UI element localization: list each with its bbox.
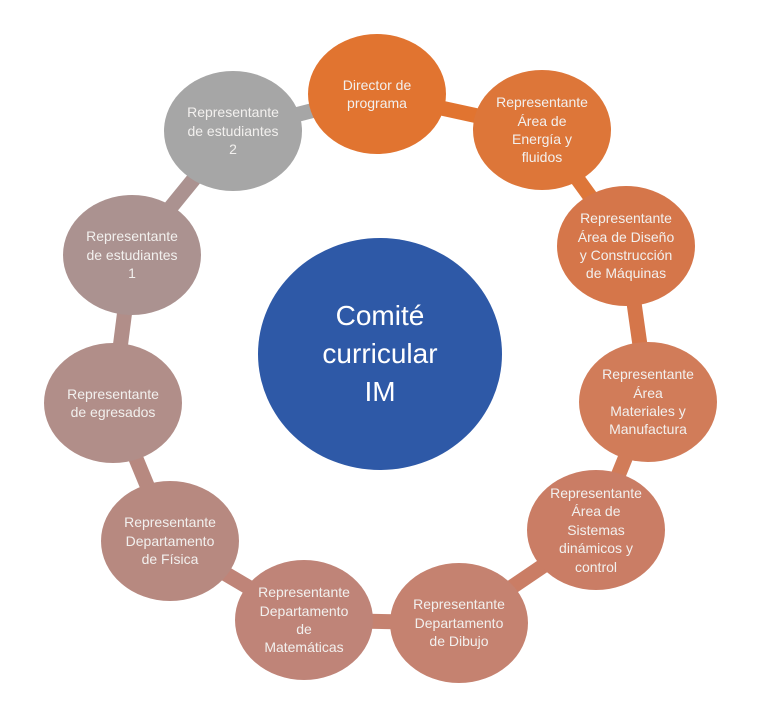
node-label: Representante Área de Sistemas dinámicos… bbox=[550, 484, 642, 575]
node-label: Director de programa bbox=[342, 76, 412, 111]
node-rep-depto-matematicas: Representante Departamento de Matemática… bbox=[235, 560, 373, 680]
node-rep-area-energia-fluidos: Representante Área de Energía y fluidos bbox=[473, 70, 611, 190]
node-rep-depto-dibujo: Representante Departamento de Dibujo bbox=[390, 563, 528, 683]
hub-comite-curricular: Comité curricular IM bbox=[258, 238, 502, 470]
node-rep-egresados: Representante de egresados bbox=[44, 343, 182, 463]
hub-label: Comité curricular IM bbox=[322, 299, 438, 408]
node-label: Representante Área de Diseño y Construcc… bbox=[577, 210, 675, 282]
node-rep-estudiantes-2: Representante de estudiantes 2 bbox=[164, 71, 302, 191]
node-rep-area-materiales: Representante Área Materiales y Manufact… bbox=[579, 342, 717, 462]
node-rep-estudiantes-1: Representante de estudiantes 1 bbox=[63, 195, 201, 315]
node-rep-area-sistemas-control: Representante Área de Sistemas dinámicos… bbox=[527, 470, 665, 590]
node-director-de-programa: Director de programa bbox=[308, 34, 446, 154]
node-rep-area-diseno-construccion: Representante Área de Diseño y Construcc… bbox=[557, 186, 695, 306]
node-label: Representante Área Materiales y Manufact… bbox=[602, 366, 694, 438]
node-label: Representante de estudiantes 1 bbox=[86, 228, 178, 282]
node-label: Representante Área de Energía y fluidos bbox=[496, 94, 588, 166]
node-label: Representante Departamento de Física bbox=[124, 514, 216, 568]
node-label: Representante de egresados bbox=[67, 385, 159, 420]
node-label: Representante Departamento de Matemática… bbox=[258, 584, 350, 656]
node-label: Representante de estudiantes 2 bbox=[187, 104, 279, 158]
node-rep-depto-fisica: Representante Departamento de Física bbox=[101, 481, 239, 601]
node-label: Representante Departamento de Dibujo bbox=[413, 596, 505, 650]
